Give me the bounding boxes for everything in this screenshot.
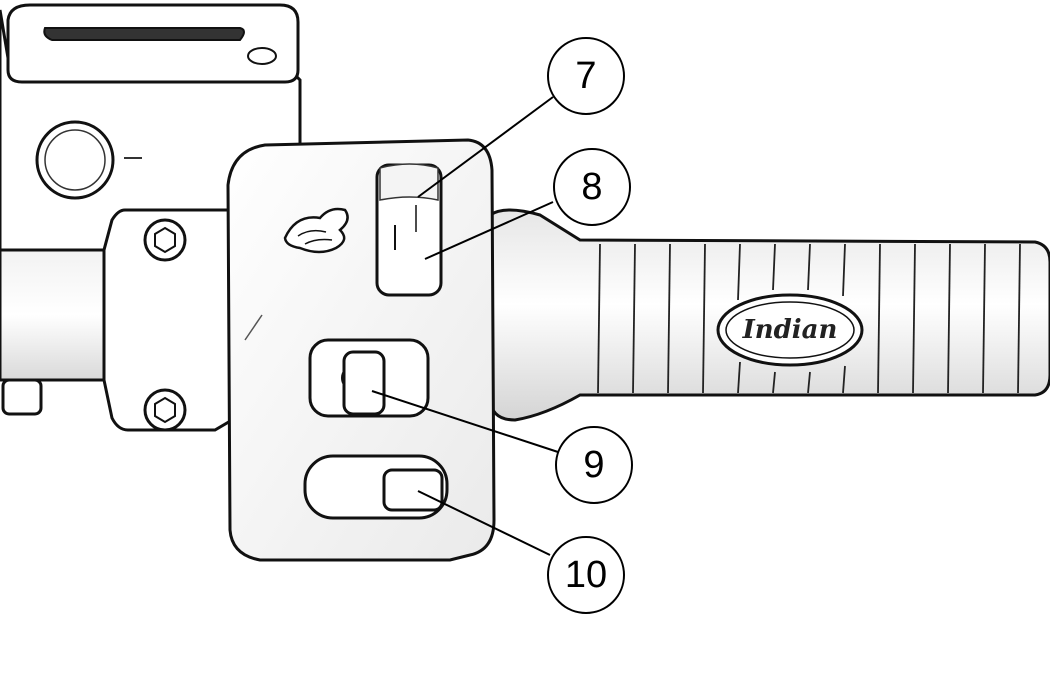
callout-7: 7 bbox=[417, 37, 625, 198]
callout-7-label: 7 bbox=[575, 55, 596, 97]
callout-8-label: 8 bbox=[581, 166, 602, 208]
sight-glass bbox=[35, 120, 115, 200]
callout-8: 8 bbox=[424, 148, 631, 260]
callout-10-label: 10 bbox=[565, 554, 607, 596]
grip-logo-text: Indian bbox=[742, 315, 838, 345]
lower-switch bbox=[303, 454, 449, 520]
grip-logo-badge: Indian bbox=[716, 293, 864, 367]
clamp-bolt-lower bbox=[143, 388, 187, 432]
hand-grip: Indian bbox=[488, 208, 1050, 422]
middle-switch bbox=[308, 338, 430, 418]
upper-rocker-switch bbox=[375, 163, 443, 297]
callout-9: 9 bbox=[371, 390, 633, 504]
callout-9-label: 9 bbox=[583, 444, 604, 486]
grip-ribs bbox=[597, 243, 1021, 394]
clamp-bolt-upper bbox=[143, 218, 187, 262]
callout-10: 10 bbox=[417, 490, 625, 614]
handlebar-clamp bbox=[102, 208, 234, 432]
master-cylinder-reservoir bbox=[0, 3, 302, 257]
